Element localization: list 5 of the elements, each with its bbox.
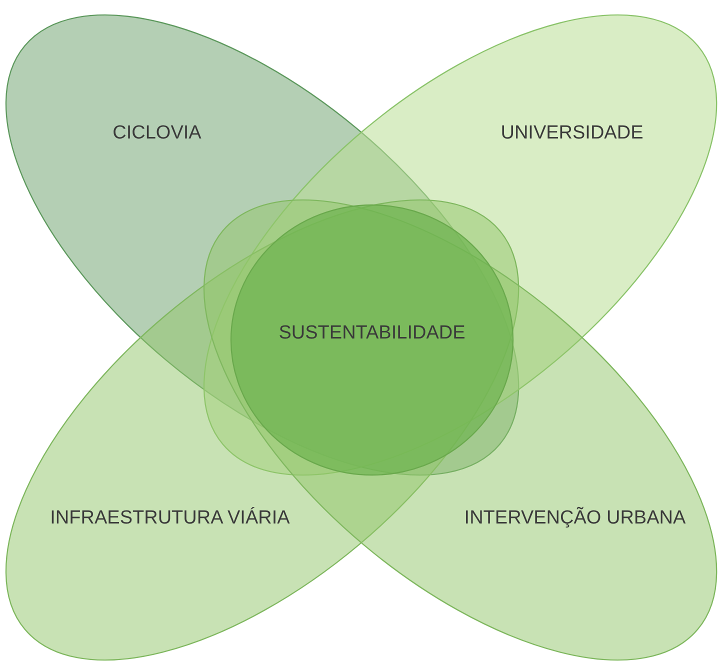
set-label: CICLOVIA — [112, 121, 202, 144]
set-label: UNIVERSIDADE — [500, 121, 644, 144]
set-label: INTERVENÇÃO URBANA — [463, 506, 687, 530]
set-label: INFRAESTRUTURA VIÁRIA — [50, 506, 290, 530]
set-label: SUSTENTABILIDADE — [278, 322, 466, 344]
